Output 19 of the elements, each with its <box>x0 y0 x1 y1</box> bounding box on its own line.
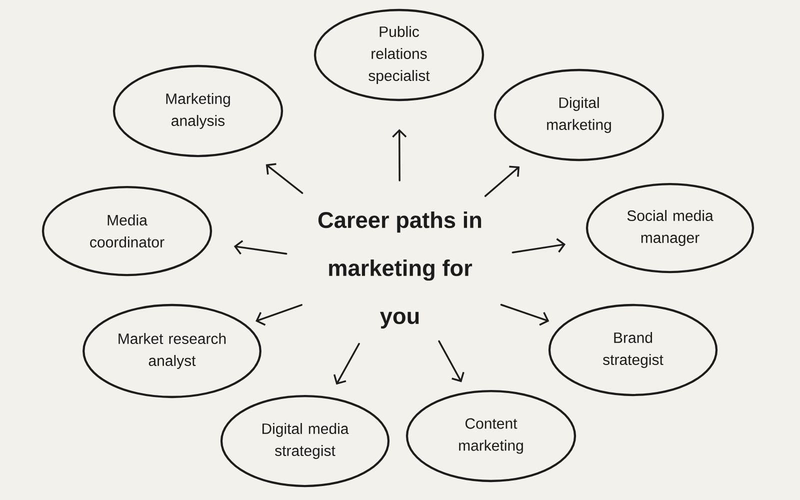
oval-bubble: Brand strategist <box>548 304 718 396</box>
arrow <box>392 129 407 182</box>
arrow <box>266 163 304 194</box>
oval-bubble: Marketing analysis <box>112 64 284 158</box>
oval-bubble: Digital marketing <box>494 68 664 162</box>
arrow <box>333 342 360 385</box>
arrow <box>512 238 566 254</box>
arrow <box>256 304 303 326</box>
oval-bubble: Digital media strategist <box>220 394 390 488</box>
oval-bubble: Media coordinator <box>42 186 212 276</box>
arrow <box>234 240 288 255</box>
arrow <box>438 340 464 382</box>
central-heading: Career paths in marketing for you <box>318 211 482 329</box>
oval-bubble: Public relations specialist <box>314 8 484 102</box>
arrow <box>484 166 520 197</box>
oval-bubble: Content marketing <box>406 390 576 482</box>
oval-bubble: Market research analyst <box>82 304 262 398</box>
oval-bubble: Social media manager <box>586 182 754 274</box>
arrow <box>500 304 550 326</box>
